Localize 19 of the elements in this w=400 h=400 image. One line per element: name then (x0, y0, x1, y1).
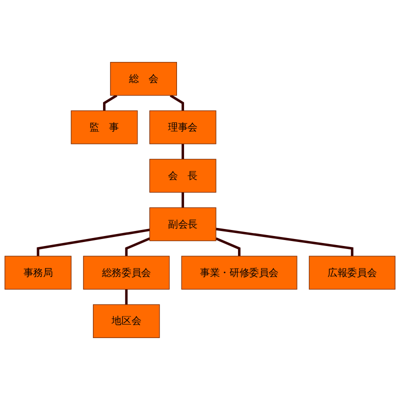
connector (103, 94, 118, 111)
node-box: 監 事 (70, 110, 138, 144)
node-box: 事業・研修委員会 (181, 256, 298, 290)
connector (170, 94, 184, 111)
connector (125, 289, 128, 305)
node-box: 総務委員会 (83, 256, 170, 290)
connector (125, 237, 150, 256)
node-box: 広報委員会 (308, 256, 396, 290)
node-box: 地区会 (92, 304, 160, 338)
connector (215, 237, 240, 256)
connector (182, 144, 184, 160)
connector (216, 228, 354, 256)
node-box: 会 長 (149, 158, 216, 193)
node-box: 理事会 (149, 110, 216, 144)
node-box: 副会長 (149, 207, 216, 242)
node-box: 総 会 (110, 62, 177, 96)
connector (36, 228, 150, 256)
node-box: 事務局 (4, 256, 72, 290)
connector (182, 192, 184, 208)
